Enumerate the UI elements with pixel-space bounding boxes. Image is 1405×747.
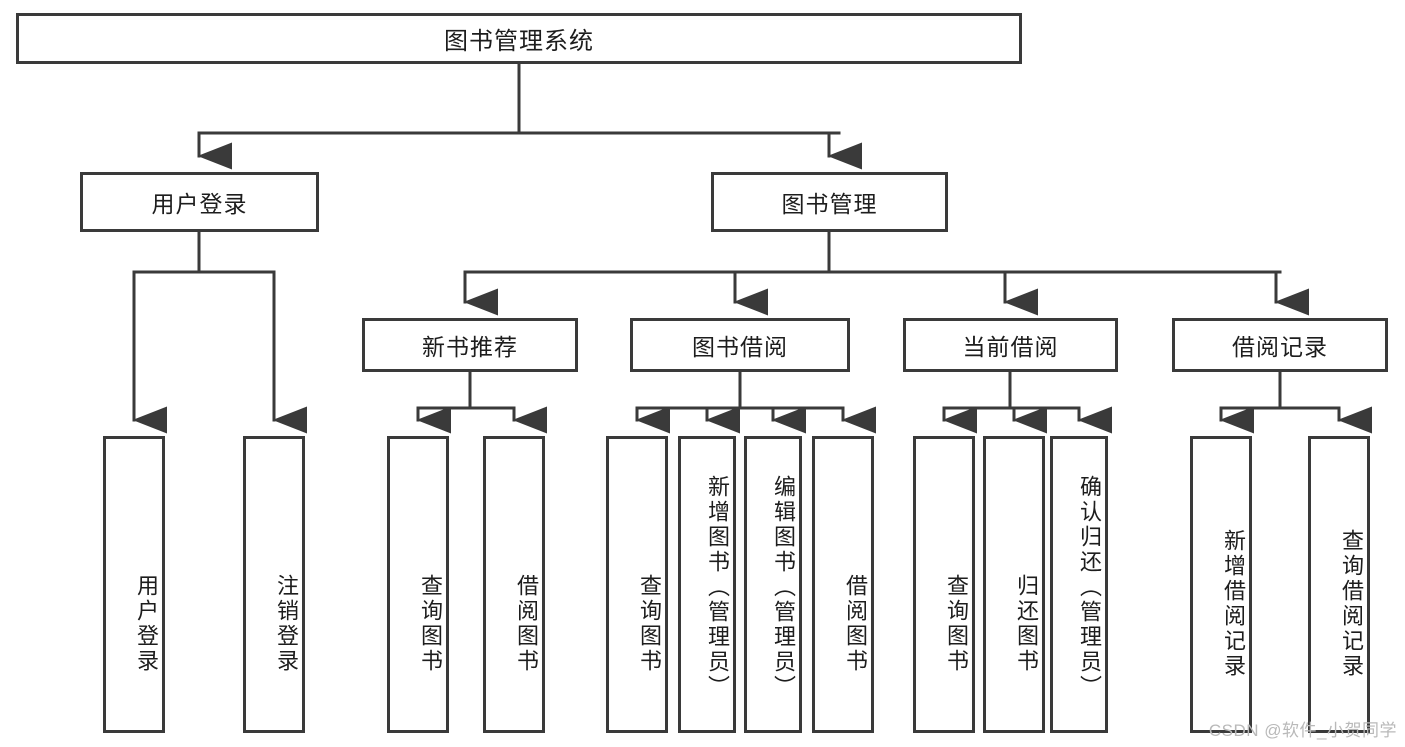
- node-leaf-query-book-1[interactable]: 查询图书: [387, 436, 449, 733]
- node-label: 借阅图书: [843, 573, 868, 674]
- node-leaf-add-book[interactable]: 新增图书（管理员）: [678, 436, 736, 733]
- node-new-book-rec[interactable]: 新书推荐: [362, 318, 578, 372]
- node-label: 用户登录: [134, 573, 159, 674]
- node-label: 新增图书（管理员）: [705, 475, 730, 700]
- node-leaf-query-book-3[interactable]: 查询图书: [913, 436, 975, 733]
- node-leaf-borrow-book-1[interactable]: 借阅图书: [483, 436, 545, 733]
- node-book-borrow[interactable]: 图书借阅: [630, 318, 850, 372]
- node-label: 新增借阅记录: [1221, 528, 1246, 679]
- node-leaf-query-record[interactable]: 查询借阅记录: [1308, 436, 1370, 733]
- node-user-login[interactable]: 用户登录: [80, 172, 319, 232]
- node-label: 归还图书: [1014, 573, 1039, 674]
- node-leaf-query-book-2[interactable]: 查询图书: [606, 436, 668, 733]
- node-borrow-record[interactable]: 借阅记录: [1172, 318, 1388, 372]
- node-label: 借阅记录: [1232, 334, 1328, 360]
- node-label: 图书管理系统: [444, 28, 594, 55]
- node-label: 借阅图书: [514, 573, 539, 674]
- node-book-manage[interactable]: 图书管理: [711, 172, 948, 232]
- node-label: 图书管理: [781, 191, 878, 217]
- node-leaf-confirm-return[interactable]: 确认归还（管理员）: [1050, 436, 1108, 733]
- node-leaf-user-login[interactable]: 用户登录: [103, 436, 165, 733]
- node-label: 查询图书: [418, 573, 443, 674]
- node-label: 注销登录: [274, 573, 299, 674]
- node-label: 查询借阅记录: [1339, 528, 1364, 679]
- node-leaf-return-book[interactable]: 归还图书: [983, 436, 1045, 733]
- node-label: 用户登录: [151, 191, 248, 217]
- node-label: 新书推荐: [422, 334, 518, 360]
- node-label: 确认归还（管理员）: [1077, 475, 1102, 700]
- node-label: 当前借阅: [962, 334, 1059, 360]
- csdn-watermark: CSDN @软件_小贺同学: [1208, 721, 1397, 740]
- node-label: 查询图书: [944, 573, 969, 674]
- node-leaf-edit-book[interactable]: 编辑图书（管理员）: [744, 436, 802, 733]
- node-label: 编辑图书（管理员）: [771, 475, 796, 700]
- node-label: 查询图书: [637, 573, 662, 674]
- node-root-system[interactable]: 图书管理系统: [16, 13, 1022, 64]
- node-current-borrow[interactable]: 当前借阅: [903, 318, 1118, 372]
- node-leaf-user-logout[interactable]: 注销登录: [243, 436, 305, 733]
- node-label: 图书借阅: [692, 334, 788, 360]
- node-leaf-add-record[interactable]: 新增借阅记录: [1190, 436, 1252, 733]
- node-leaf-borrow-book-2[interactable]: 借阅图书: [812, 436, 874, 733]
